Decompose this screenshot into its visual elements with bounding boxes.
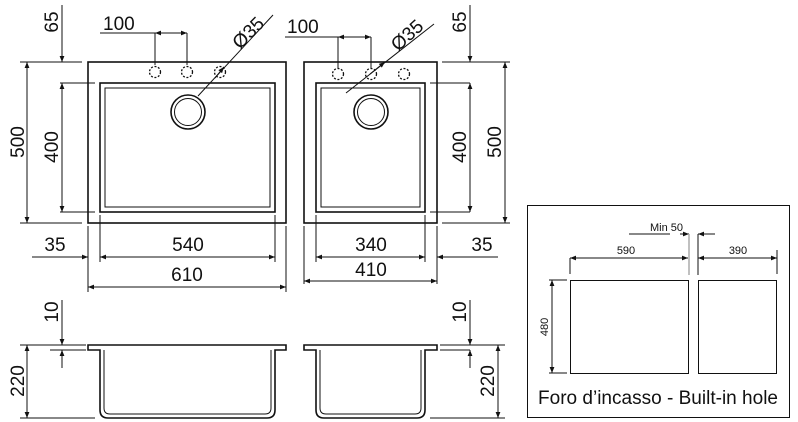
overall-height-label: 500 [8,126,29,158]
tap-spacing-label: 100 [103,14,135,35]
bowl-width-label: 340 [355,235,387,256]
cutout-left-rect [570,280,689,374]
bowl-height-label: 400 [450,131,471,163]
right-sink-profile [303,344,438,419]
side-margin-label: 35 [44,235,65,256]
tap-hole-icon [148,65,162,79]
right-sink-outline [303,61,438,224]
overall-width-label: 610 [171,265,203,286]
side-margin-label: 35 [471,235,492,256]
right-bowl-rim [315,82,426,213]
drain-icon [353,94,389,130]
tap-hole-icon [180,65,194,79]
drain-icon [170,94,206,130]
tap-hole-icon [364,67,378,81]
tap-hole-icon [331,67,345,81]
overall-height-label: 500 [485,126,506,158]
cutout-right-rect [698,280,777,374]
depth-label: 220 [8,365,29,397]
bowl-width-label: 540 [172,235,204,256]
tap-spacing-label: 100 [287,17,319,38]
top-margin-label: 65 [42,11,63,32]
right-sink-top-view: 100 Ø35 400 500 65 340 35 410 [285,5,510,284]
depth-label: 220 [478,365,499,397]
left-sink-profile [87,344,287,419]
cutout-panel: Min 50 590 390 480 Foro d’incasso - Buil… [527,205,790,418]
left-sink-outline [87,61,287,224]
bowl-height-label: 400 [42,131,63,163]
rim-thickness-label: 10 [42,301,63,322]
tap-hole-icon [397,67,411,81]
cutout-left-width-label: 590 [617,245,635,257]
top-margin-label: 65 [450,11,471,32]
hole-diameter-label: Ø35 [387,16,428,56]
rim-thickness-label: 10 [450,301,471,322]
cutout-right-width-label: 390 [729,245,747,257]
hole-diameter-label: Ø35 [229,13,269,53]
cutout-caption: Foro d’incasso - Built-in hole [538,388,778,409]
cutout-height-label: 480 [539,318,551,336]
side-view: 10 220 10 220 [8,300,505,419]
cutout-panel-frame [527,205,790,418]
left-bowl-inner [104,87,271,208]
right-bowl-inner [320,87,421,208]
tap-hole-icon [213,65,227,79]
left-bowl-rim [99,82,276,213]
overall-width-label: 410 [355,260,387,281]
left-sink-top-view: 100 Ø35 500 400 65 35 540 610 [8,5,287,292]
min-gap-label: Min 50 [650,222,683,234]
